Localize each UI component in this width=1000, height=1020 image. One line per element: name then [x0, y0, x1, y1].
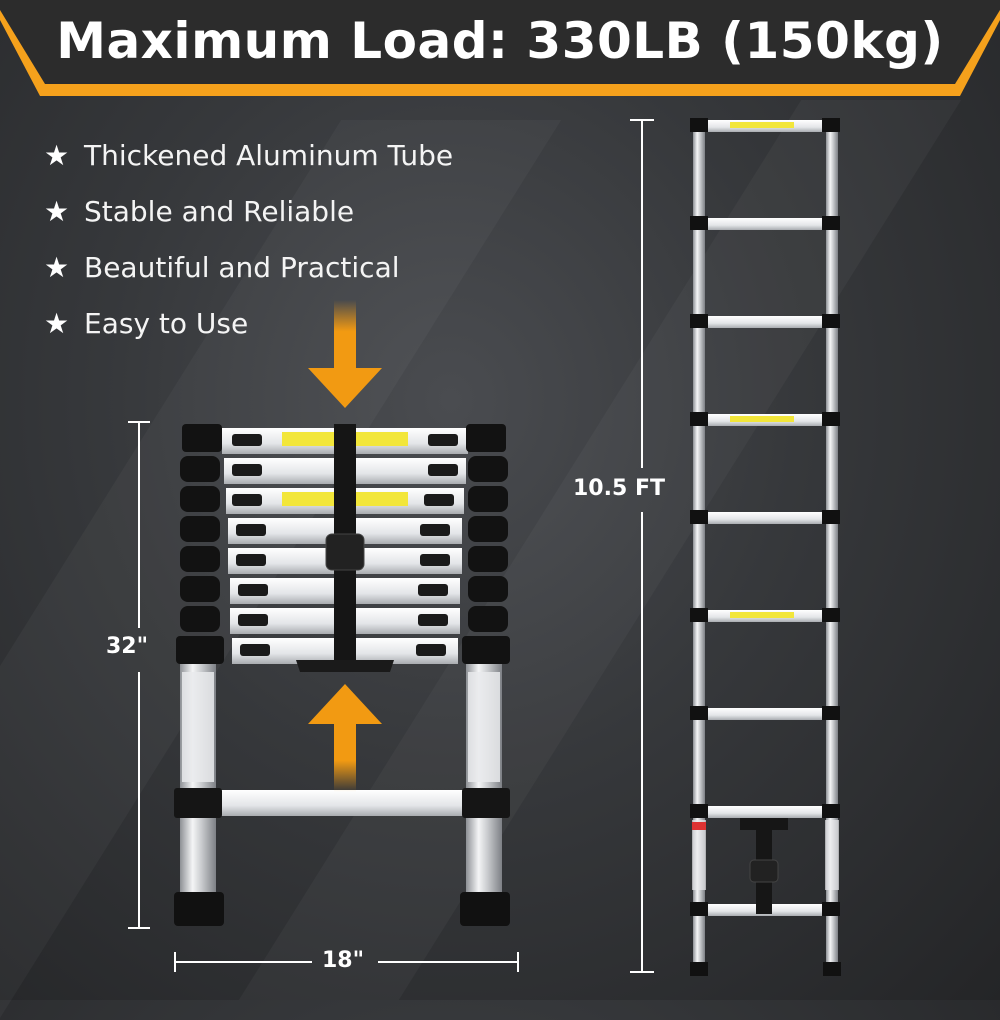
strap-buckle [325, 533, 365, 571]
left-foot [174, 892, 224, 926]
side-joints [176, 424, 510, 664]
right-foot [460, 892, 510, 926]
strap-base [296, 660, 394, 672]
collapsed-height-label: 32" [106, 634, 149, 659]
star-icon: ★ [44, 195, 70, 228]
tube-warning-sticker [182, 672, 214, 782]
collapsed-ladder [174, 424, 510, 926]
list-item: ★ Beautiful and Practical [44, 240, 453, 296]
feature-text: Easy to Use [84, 307, 249, 340]
feature-text: Thickened Aluminum Tube [84, 139, 454, 172]
banner-background [0, 0, 1000, 84]
bottom-step [214, 790, 468, 816]
star-icon: ★ [44, 139, 70, 172]
tube-warning-sticker [468, 672, 500, 782]
extended-height-label: 10.5 FT [573, 476, 665, 501]
header-banner: Maximum Load: 330LB (150kg) [0, 0, 1000, 100]
left-rail [693, 122, 705, 972]
rungs [690, 118, 840, 916]
banner-shape [0, 0, 1000, 96]
feature-text: Beautiful and Practical [84, 251, 400, 284]
star-icon: ★ [44, 307, 70, 340]
list-item: ★ Stable and Reliable [44, 184, 453, 240]
list-item: ★ Thickened Aluminum Tube [44, 128, 453, 184]
arrow-down-icon [308, 300, 382, 408]
extended-ladder [690, 118, 841, 976]
feature-text: Stable and Reliable [84, 195, 355, 228]
feature-list: ★ Thickened Aluminum Tube ★ Stable and R… [44, 128, 453, 352]
star-icon: ★ [44, 251, 70, 284]
collapsed-height-dimension [128, 421, 150, 929]
extended-height-dimension [630, 119, 654, 973]
collapsed-width-label: 18" [322, 948, 365, 973]
list-item: ★ Easy to Use [44, 296, 453, 352]
arrow-up-icon [308, 684, 382, 792]
right-rail [826, 122, 838, 972]
page-title: Maximum Load: 330LB (150kg) [56, 12, 944, 70]
collapsed-width-dimension [174, 952, 519, 972]
